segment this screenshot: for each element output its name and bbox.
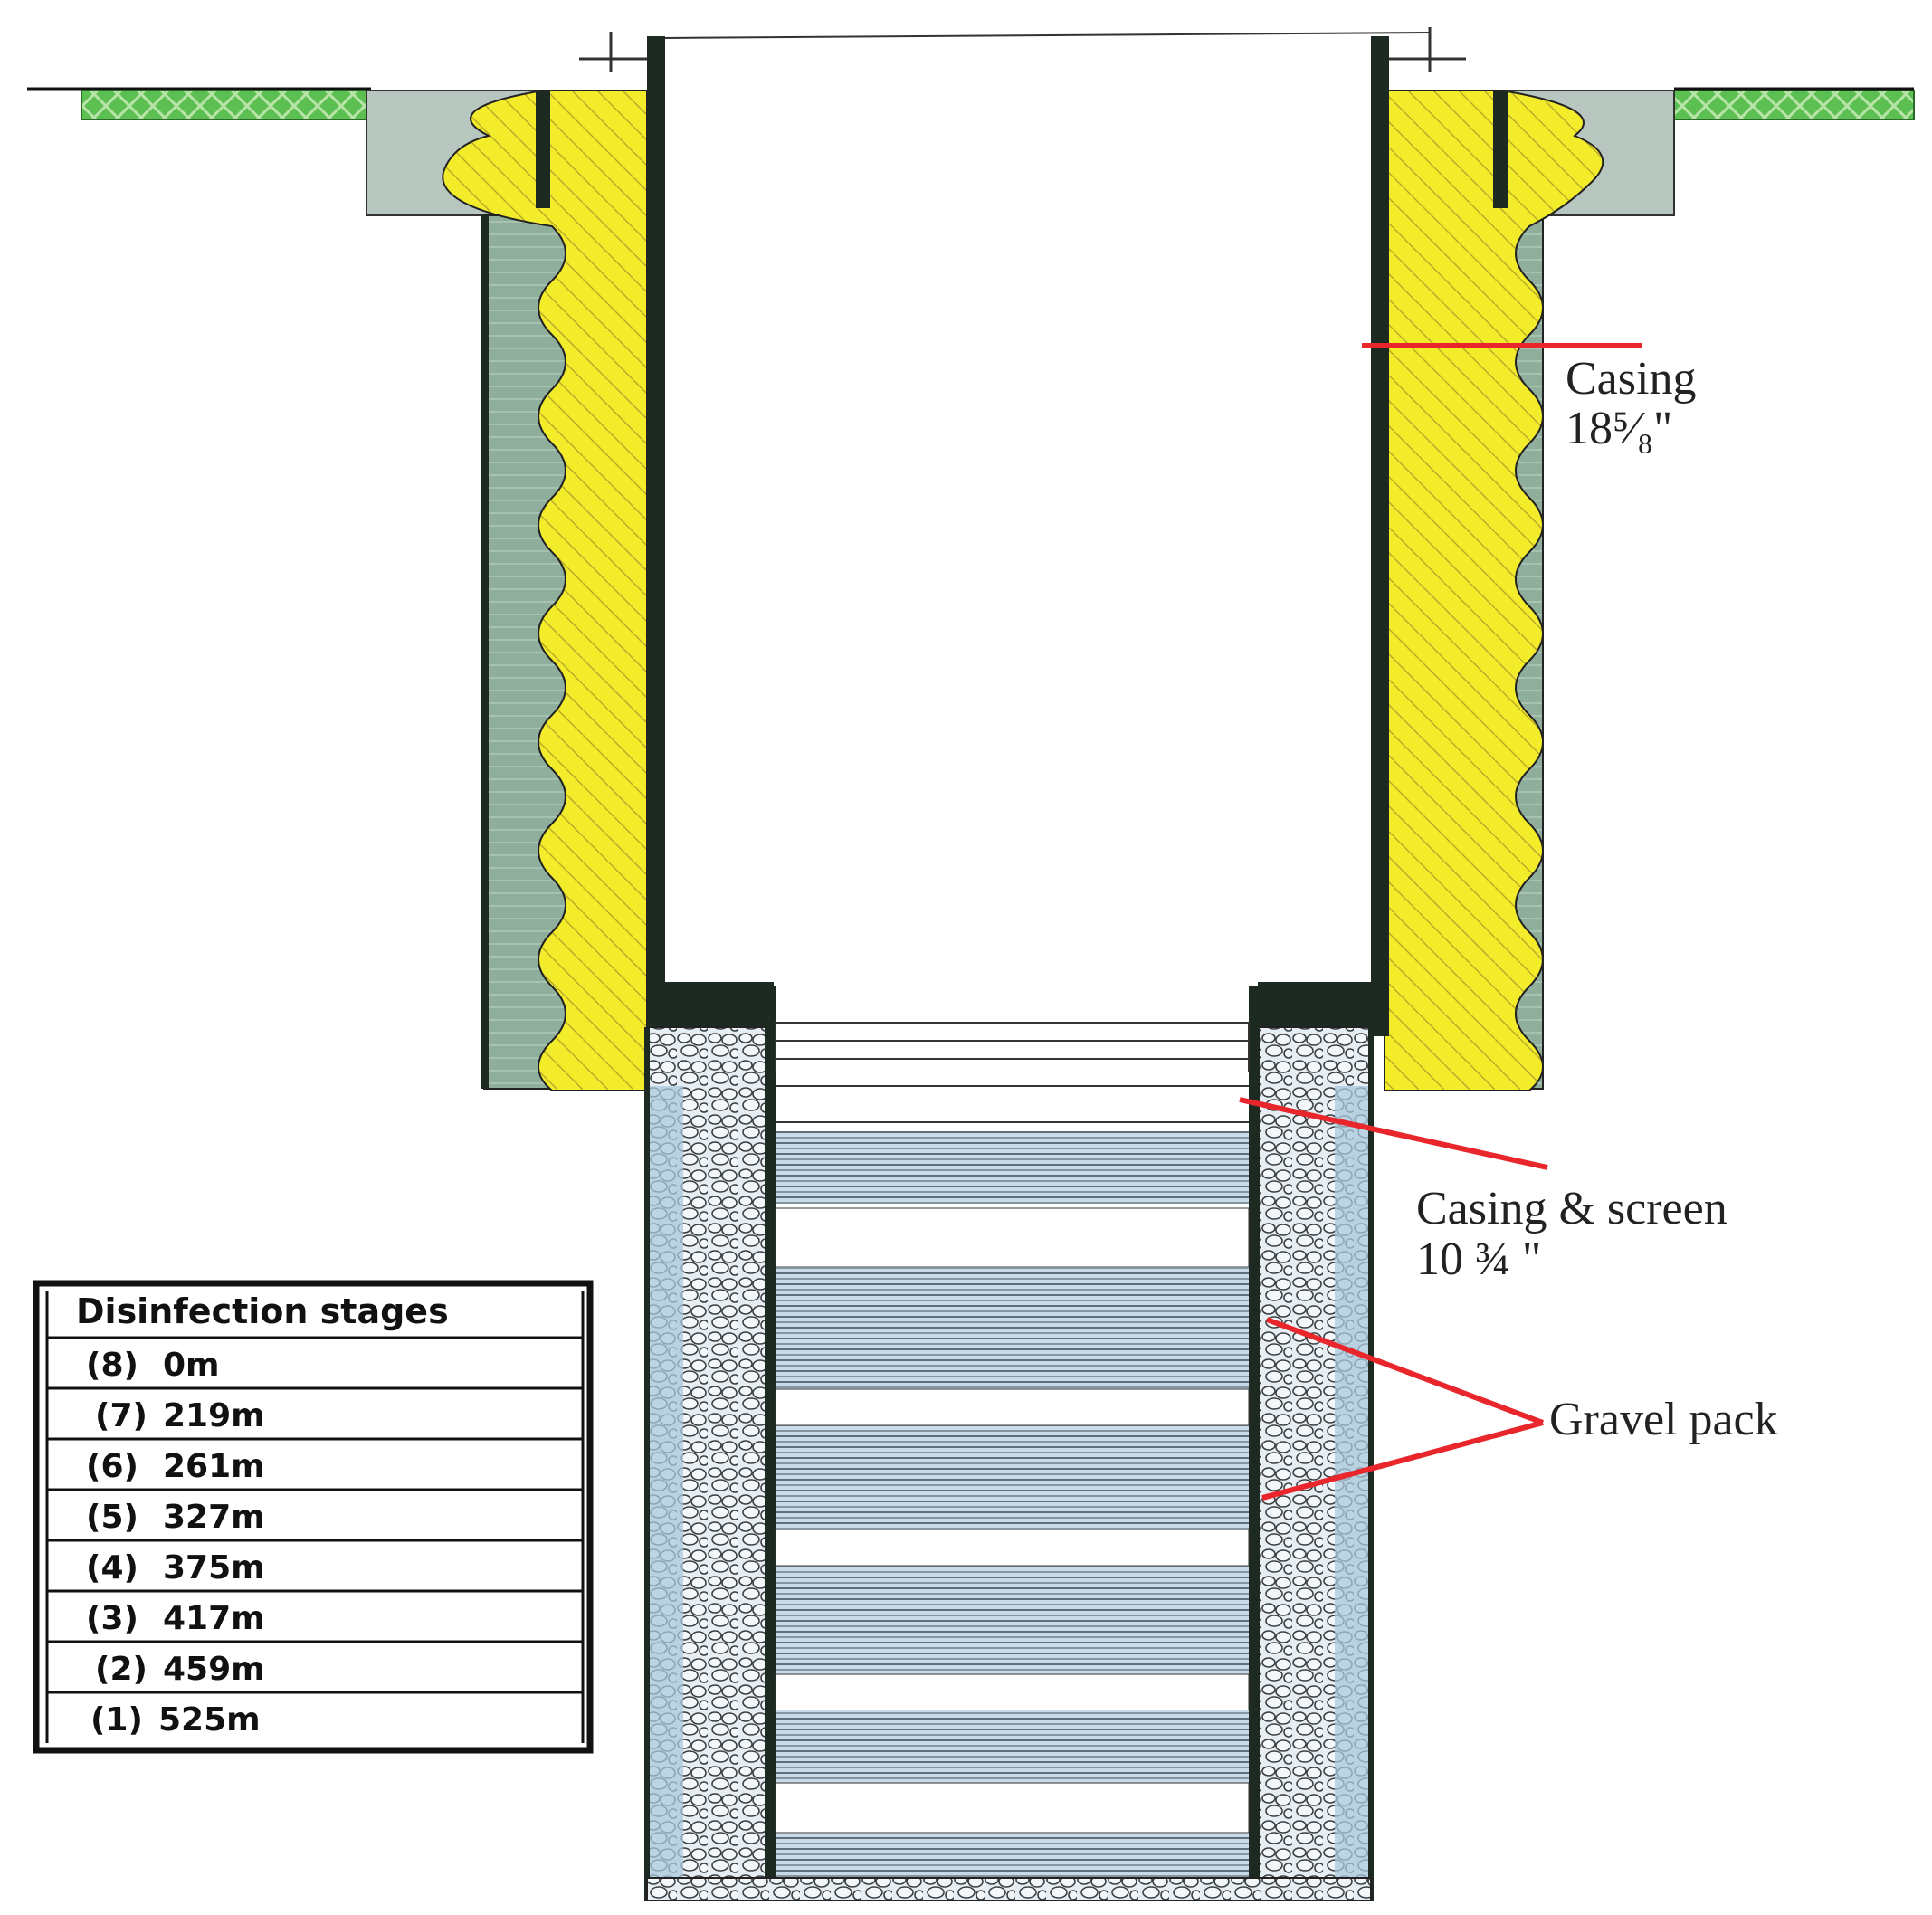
stage-row-3-num: (3) [86,1600,138,1637]
stage-row-8-num: (8) [86,1347,138,1384]
stage-row-1-num: (1) [90,1701,143,1739]
annotation-leaders [1239,343,1642,1501]
cement-seal-zone [442,90,1604,1091]
stage-row-6-num: (6) [86,1448,138,1485]
casing-outer-size-label: 18⁵⁄₈" [1566,403,1672,454]
stage-row-4-num: (4) [86,1549,138,1586]
stage-row-3-depth: 417m [163,1600,265,1637]
disinfection-stages-table: Disinfection stages (8) 0m (7) 219m (6) … [33,1280,594,1754]
casing-outer-label: Casing [1566,353,1696,405]
stage-row-1-depth: 525m [158,1701,261,1739]
casing-inner-label: Casing & screen [1416,1183,1727,1234]
stage-row-5-depth: 327m [163,1499,265,1536]
stage-row-6-depth: 261m [163,1448,265,1485]
inner-casing-and-screen-10-3-4 [646,986,1372,1901]
stage-row-7-num: (7) [95,1397,148,1434]
stage-row-5-num: (5) [86,1499,138,1536]
stage-row-7-depth: 219m [163,1397,265,1434]
stage-row-2-depth: 459m [163,1651,265,1688]
gravel-pack-annulus [644,1026,1374,1901]
stage-row-4-depth: 375m [163,1549,265,1586]
ground-surface [27,87,1915,120]
stage-table-title: Disinfection stages [76,1291,449,1331]
outer-casing-18-5-8 [579,27,1466,1036]
casing-inner-size-label: 10 ¾ " [1416,1234,1541,1285]
stage-row-8-depth: 0m [163,1347,220,1384]
stage-row-2-num: (2) [95,1651,148,1688]
gravel-pack-label: Gravel pack [1549,1394,1778,1445]
